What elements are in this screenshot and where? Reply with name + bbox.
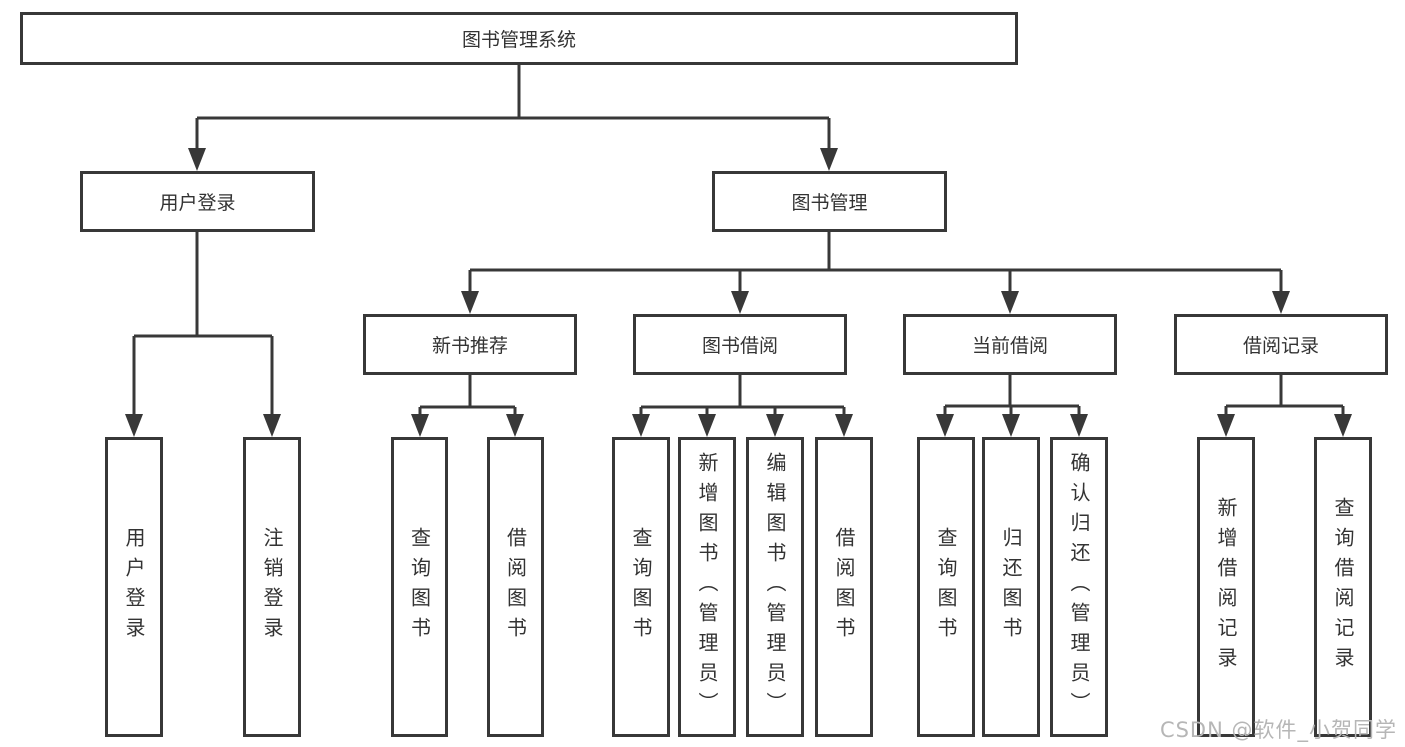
leaf-user-login: 用户登录 [105, 437, 163, 737]
node-book-borrowing: 图书借阅 [633, 314, 847, 375]
csdn-watermark: CSDN @软件_小贺同学 [1159, 718, 1397, 742]
node-new-book-recommend: 新书推荐 [363, 314, 577, 375]
leaf-borrow-borrow-books: 借阅图书 [815, 437, 873, 737]
leaf-borrow-edit-books-admin: 编辑图书（管理员） [746, 437, 804, 737]
leaf-logout: 注销登录 [243, 437, 301, 737]
node-current-borrowing: 当前借阅 [903, 314, 1117, 375]
node-user-login: 用户登录 [80, 171, 315, 232]
leaf-recommend-borrow-books: 借阅图书 [487, 437, 544, 737]
leaf-records-query-record: 查询借阅记录 [1314, 437, 1372, 737]
leaf-borrow-add-books-admin: 新增图书（管理员） [678, 437, 736, 737]
leaf-records-add-record: 新增借阅记录 [1197, 437, 1255, 737]
leaf-current-confirm-return-admin: 确认归还（管理员） [1050, 437, 1108, 737]
leaf-current-return-books: 归还图书 [982, 437, 1040, 737]
leaf-recommend-query-books: 查询图书 [391, 437, 448, 737]
node-book-management: 图书管理 [712, 171, 947, 232]
node-root: 图书管理系统 [20, 12, 1018, 65]
node-borrowing-records: 借阅记录 [1174, 314, 1388, 375]
leaf-borrow-query-books: 查询图书 [612, 437, 670, 737]
leaf-current-query-books: 查询图书 [917, 437, 975, 737]
